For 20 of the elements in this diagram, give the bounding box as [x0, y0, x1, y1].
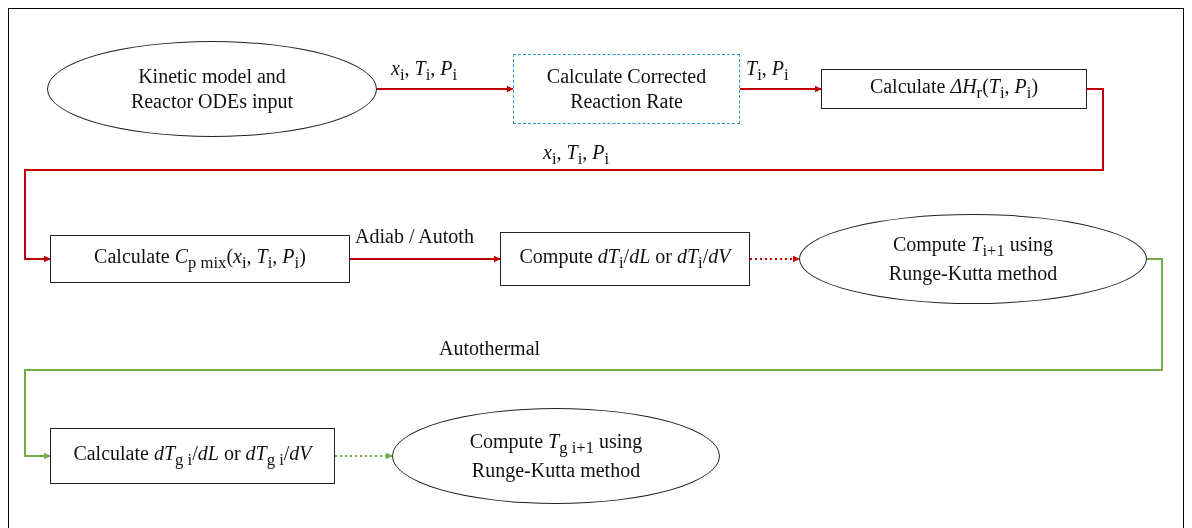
arrow [376, 85, 514, 93]
node-text: Compute T$_{i+1}$ using Runge-Kutta method [887, 231, 1059, 287]
arrow [24, 88, 1104, 263]
process-box [821, 69, 1087, 109]
process-box [513, 54, 740, 124]
node-text: Calculate Corrected Reaction Rate [545, 64, 708, 114]
arrow [349, 255, 501, 263]
node-text: Calculate ΔH$_{r}$(T$_{i}$, P$_{i}$) [869, 74, 1039, 104]
arrow [749, 255, 800, 263]
process-box [500, 232, 750, 286]
arrow [739, 85, 822, 93]
node-text: Calculate C$_{p mix}$(x$_{i}$, T$_{i}$, P$_{i}$) [94, 244, 306, 274]
node-text: Calculate dT$_{g i}$/dL or dT$_{g i}$/dV [73, 441, 312, 471]
arrow [24, 258, 1163, 460]
arrow [334, 452, 393, 460]
node-text: Compute T$_{g i+1}$ using Runge-Kutta method [468, 428, 644, 484]
process-box [50, 235, 350, 283]
process-box [50, 428, 335, 484]
node-text: Kinetic model and Reactor ODEs input [129, 64, 295, 114]
node-text: Compute dT$_{i}$/dL or dT$_{i}$/dV [519, 244, 731, 274]
